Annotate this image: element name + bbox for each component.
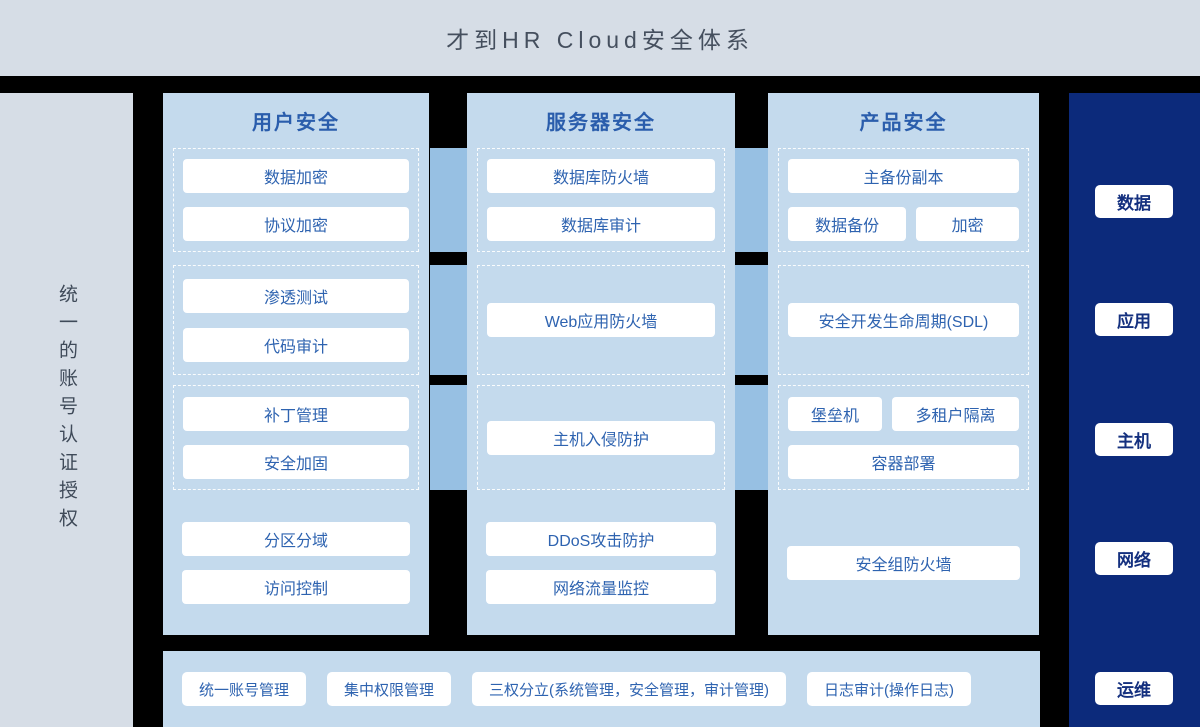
node-data-backup: 数据备份 [788, 207, 907, 241]
column-server-security: 服务器安全 数据库防火墙 数据库审计 Web应用防火墙 主机入侵防护 DDoS攻… [467, 93, 735, 635]
layer-label-host: 主机 [1095, 423, 1173, 456]
node-unified-account-management: 统一账号管理 [182, 672, 307, 706]
layer-label-network: 网络 [1095, 542, 1173, 575]
node-log-audit: 日志审计(操作日志) [807, 672, 972, 706]
column-header-server-security: 服务器安全 [546, 112, 656, 134]
node-data-encryption: 数据加密 [183, 159, 409, 193]
group-user-network: 分区分域 访问控制 [173, 490, 419, 635]
node-container-deployment: 容器部署 [788, 444, 1019, 479]
group-user-application: 渗透测试 代码审计 [173, 265, 419, 375]
group-server-host: 主机入侵防护 [477, 385, 725, 490]
node-penetration-testing: 渗透测试 [183, 278, 409, 313]
node-zone-partition: 分区分域 [182, 521, 410, 556]
connector-band [430, 265, 467, 375]
right-rail-layers: 数据 应用 主机 网络 运维 [1069, 93, 1200, 727]
group-user-host: 补丁管理 安全加固 [173, 385, 419, 490]
column-user-security: 用户安全 数据加密 协议加密 渗透测试 代码审计 补丁管理 安全加固 分区分域 … [163, 93, 429, 635]
node-security-group-firewall: 安全组防火墙 [787, 545, 1020, 580]
node-bastion-host: 堡垒机 [788, 396, 883, 431]
group-server-network: DDoS攻击防护 网络流量监控 [477, 490, 725, 635]
column-header-product-security: 产品安全 [859, 112, 948, 134]
layer-label-data: 数据 [1095, 185, 1173, 218]
group-product-application: 安全开发生命周期(SDL) [778, 265, 1029, 375]
group-product-host: 堡垒机 多租户隔离 容器部署 [778, 385, 1029, 490]
node-security-hardening: 安全加固 [183, 444, 409, 479]
node-protocol-encryption: 协议加密 [183, 207, 409, 241]
group-user-data: 数据加密 协议加密 [173, 148, 419, 252]
node-web-application-firewall: Web应用防火墙 [487, 303, 715, 337]
node-centralized-permission-management: 集中权限管理 [327, 672, 452, 706]
node-ddos-protection: DDoS攻击防护 [486, 521, 716, 556]
node-code-audit: 代码审计 [183, 327, 409, 362]
group-product-network: 安全组防火墙 [778, 490, 1029, 635]
layer-label-application: 应用 [1095, 303, 1173, 336]
left-rail-vertical-label: 统一的账号认证授权 [56, 284, 77, 536]
node-primary-backup-replica: 主备份副本 [788, 159, 1019, 193]
group-product-data: 主备份副本 数据备份 加密 [778, 148, 1029, 252]
connector-band [735, 148, 768, 252]
node-patch-management: 补丁管理 [183, 396, 409, 431]
node-database-firewall: 数据库防火墙 [487, 159, 715, 193]
node-access-control: 访问控制 [182, 569, 410, 604]
connector-band [430, 148, 467, 252]
column-product-security: 产品安全 主备份副本 数据备份 加密 安全开发生命周期(SDL) 堡垒机 多租户… [768, 93, 1039, 635]
group-server-application: Web应用防火墙 [477, 265, 725, 375]
layer-label-operations: 运维 [1095, 672, 1173, 705]
connector-band [735, 265, 768, 375]
group-server-data: 数据库防火墙 数据库审计 [477, 148, 725, 252]
node-encryption: 加密 [916, 207, 1019, 241]
page-title: 才到HR Cloud安全体系 [446, 27, 754, 53]
node-database-audit: 数据库审计 [487, 207, 715, 241]
column-header-user-security: 用户安全 [252, 112, 340, 134]
connector-band [735, 385, 768, 490]
node-multi-tenant-isolation: 多租户隔离 [892, 396, 1019, 431]
node-network-traffic-monitoring: 网络流量监控 [486, 569, 716, 604]
connector-band [430, 385, 467, 490]
left-rail-unified-auth: 统一的账号认证授权 [0, 93, 133, 727]
node-host-intrusion-prevention: 主机入侵防护 [487, 420, 715, 455]
node-row: 堡垒机 多租户隔离 [788, 396, 1019, 431]
node-separation-of-three-powers: 三权分立(系统管理，安全管理，审计管理) [472, 672, 787, 706]
page-header: 才到HR Cloud安全体系 [0, 0, 1200, 76]
node-sdl: 安全开发生命周期(SDL) [788, 303, 1019, 337]
bottom-governance-bar: 统一账号管理 集中权限管理 三权分立(系统管理，安全管理，审计管理) 日志审计(… [163, 651, 1040, 727]
node-row: 数据备份 加密 [788, 207, 1019, 241]
